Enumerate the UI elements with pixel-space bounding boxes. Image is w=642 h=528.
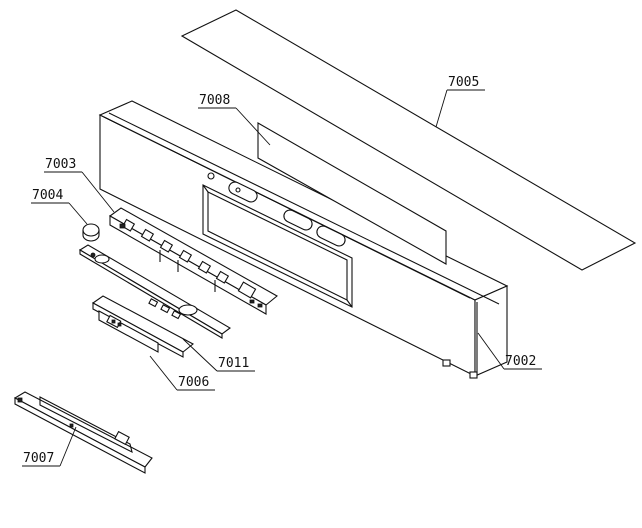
label-7008: 7008: [199, 93, 230, 108]
label-7002: 7002: [505, 354, 536, 369]
label-7007: 7007: [23, 451, 54, 466]
part-7006-switch-holder: [91, 295, 194, 358]
part-7008-display-sheet: [257, 122, 447, 265]
label-7006: 7006: [178, 375, 209, 390]
part-7004-round-button: [82, 223, 100, 242]
part-7002-control-panel: [98, 100, 509, 379]
part-7003-board-bracket: [108, 207, 278, 315]
label-7004: 7004: [32, 188, 63, 203]
part-7005-panel-sheet: [180, 9, 637, 271]
label-7011: 7011: [218, 356, 249, 371]
part-labels: 7005 7008 7003 7004 7002 7011 7006 7007: [23, 75, 536, 466]
label-7005: 7005: [448, 75, 479, 90]
label-7003: 7003: [45, 157, 76, 172]
part-7011-button-strip: [78, 244, 231, 339]
part-7003-connectors: [119, 218, 263, 308]
leader-lines: [22, 89, 542, 467]
part-7007-handle-profile: [13, 391, 153, 474]
